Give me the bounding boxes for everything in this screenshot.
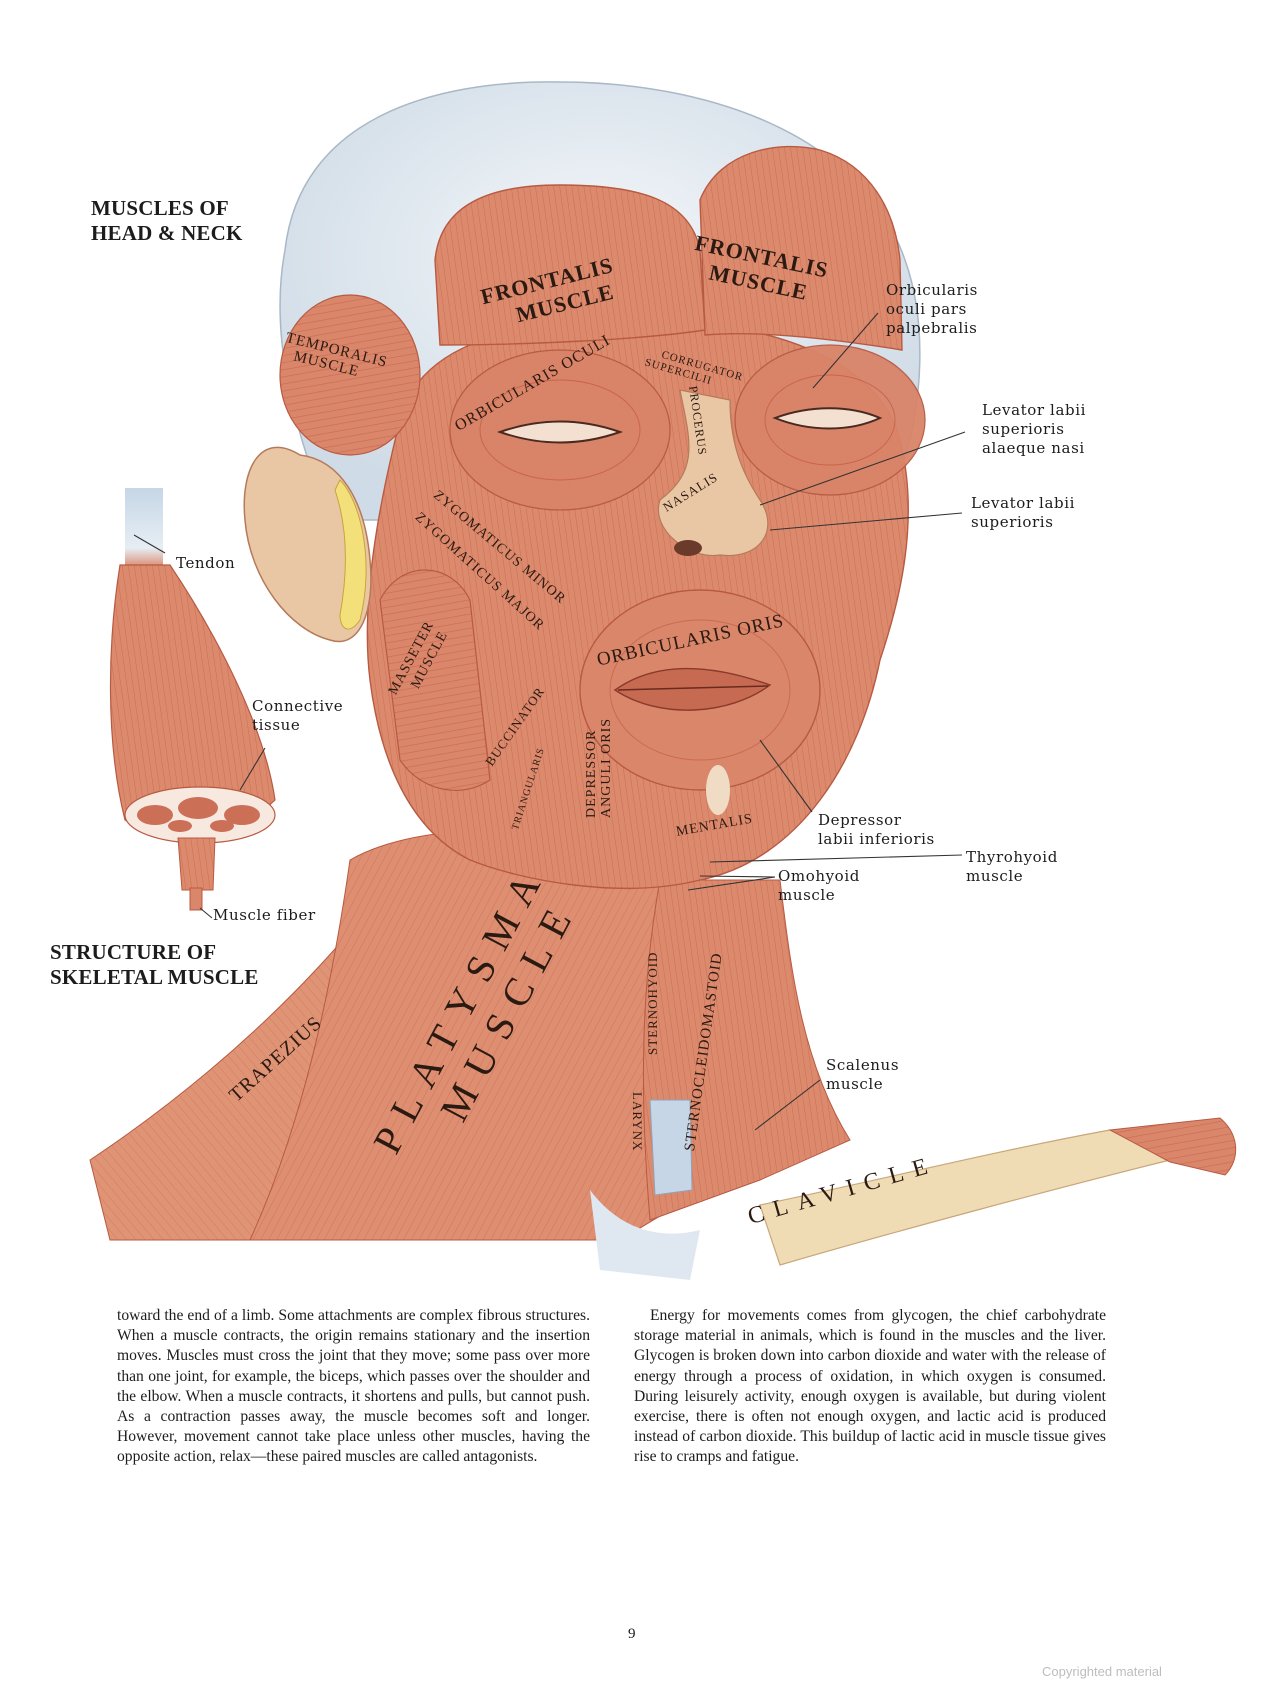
callout-scalenus: Scalenus muscle <box>826 1056 900 1093</box>
anatomy-illustration <box>89 81 1237 1280</box>
heading-line: STRUCTURE OF <box>50 940 217 964</box>
callout-thyrohyoid: Thyrohyoid muscle <box>966 848 1058 885</box>
callout-omohyoid: Omohyoid muscle <box>778 867 860 904</box>
callout-muscle-fiber: Muscle fiber <box>213 906 316 924</box>
heading-line: SKELETAL MUSCLE <box>50 965 259 989</box>
heading-line: HEAD & NECK <box>91 221 243 245</box>
heading-line: MUSCLES OF <box>91 196 229 220</box>
page-number: 9 <box>628 1626 636 1642</box>
label-sternohyoid: STERNOHYOID <box>645 951 660 1055</box>
heading-structure-skeletal-muscle: STRUCTURE OF SKELETAL MUSCLE <box>50 940 259 990</box>
label-larynx: LARYNX <box>630 1092 645 1152</box>
tendon-shape <box>125 488 163 568</box>
callout-depressor-labii-inferioris: Depressor labii inferioris <box>818 811 935 848</box>
body-text-left-column: toward the end of a limb. Some attachmen… <box>117 1306 590 1468</box>
heading-muscles-head-neck: MUSCLES OF HEAD & NECK <box>91 196 243 246</box>
callout-connective-tissue: Connective tissue <box>252 697 344 734</box>
callout-tendon: Tendon <box>176 554 236 572</box>
label-depressor-anguli-oris: DEPRESSOR ANGULI ORIS <box>584 717 614 818</box>
callout-orbicularis-oculi-palpebralis: Orbicularis oculi pars palpebralis <box>886 281 978 337</box>
copyright-watermark: Copyrighted material <box>1042 1664 1162 1679</box>
paragraph: toward the end of a limb. Some attachmen… <box>117 1307 590 1466</box>
callout-levator-labii-alaeque-nasi: Levator labii superioris alaeque nasi <box>982 401 1086 457</box>
body-text-right-column: Energy for movements comes from glycogen… <box>634 1306 1106 1468</box>
paragraph: Energy for movements comes from glycogen… <box>634 1307 1106 1466</box>
callout-levator-labii-superioris: Levator labii superioris <box>971 494 1075 531</box>
